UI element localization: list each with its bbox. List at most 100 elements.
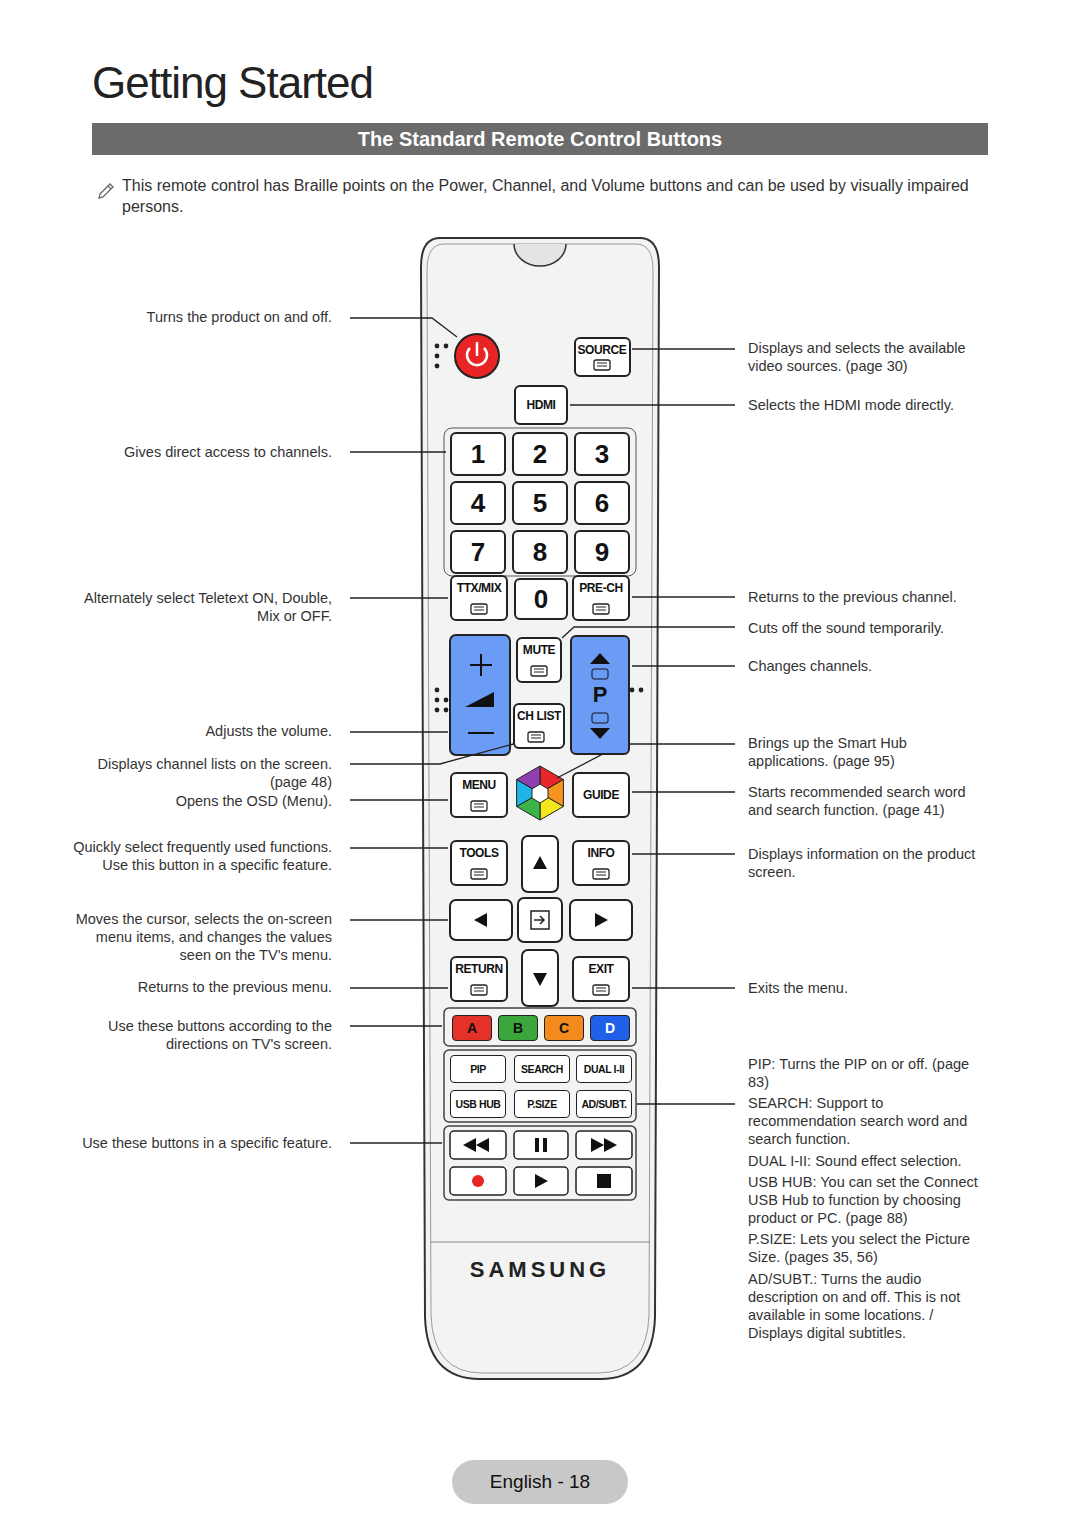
- leader-line: [350, 799, 448, 800]
- button-label: 9: [595, 537, 609, 568]
- leader-line: [350, 919, 448, 920]
- remote-button: RETURN: [450, 956, 508, 1002]
- callout-text: AD/SUBT.: Turns the audio description on…: [748, 1270, 988, 1342]
- button-label: DUAL I-II: [584, 1063, 625, 1075]
- color-button: D: [590, 1015, 630, 1041]
- leader-line: [350, 451, 446, 452]
- callout-text: USB HUB: You can set the Connect USB Hub…: [748, 1173, 988, 1227]
- leader-line: [557, 744, 735, 778]
- number-button: 4: [450, 481, 506, 525]
- number-button: 0: [514, 578, 568, 620]
- button-label: 4: [471, 488, 485, 519]
- button-label: 0: [534, 584, 548, 615]
- function-button: USB HUB: [450, 1090, 506, 1118]
- color-button: B: [498, 1015, 538, 1041]
- callout-text: P.SIZE: Lets you select the Picture Size…: [748, 1230, 988, 1266]
- button-label: TTX/MIX: [457, 581, 502, 595]
- button-label: English - 18: [490, 1471, 590, 1493]
- remote-button: CH LIST: [513, 703, 565, 749]
- remote-button: GUIDE: [572, 772, 630, 818]
- button-label: B: [513, 1020, 523, 1036]
- button-icon: [452, 982, 506, 998]
- button-label: 3: [595, 439, 609, 470]
- button-label: RETURN: [455, 962, 503, 976]
- button-label: 8: [533, 537, 547, 568]
- button-label: HDMI: [526, 398, 555, 412]
- page-title: Getting Started: [92, 58, 373, 108]
- callout-text: Brings up the Smart Hub applications. (p…: [748, 734, 988, 770]
- button-label: INFO: [587, 846, 614, 860]
- callout-text: Selects the HDMI mode directly.: [748, 396, 988, 414]
- callout-text: Adjusts the volume.: [72, 722, 332, 740]
- color-button: C: [544, 1015, 584, 1041]
- button-label: SOURCE: [578, 343, 627, 357]
- leader-line: [350, 731, 448, 732]
- callout-text: PIP: Turns the PIP on or off. (page 83): [748, 1055, 988, 1091]
- function-button: AD/SUBT.: [576, 1090, 632, 1118]
- section-band: The Standard Remote Control Buttons: [92, 123, 988, 155]
- leader-line: [632, 853, 735, 854]
- leader-line: [350, 1142, 442, 1143]
- number-button: 3: [574, 432, 630, 476]
- function-button: DUAL I-II: [576, 1055, 632, 1083]
- callout-text: Changes channels.: [748, 657, 988, 675]
- remote-button: SOURCE: [574, 337, 631, 377]
- callout-text: Cuts off the sound temporarily.: [748, 619, 988, 637]
- page-number: English - 18: [452, 1460, 628, 1504]
- callout-text: Exits the menu.: [748, 979, 988, 997]
- callout-text: Opens the OSD (Menu).: [72, 792, 332, 810]
- callout-text: Returns to the previous channel.: [748, 588, 988, 606]
- button-label: TOOLS: [459, 846, 498, 860]
- button-icon: [518, 663, 560, 679]
- callout-text: Alternately select Teletext ON, Double, …: [72, 589, 332, 625]
- remote-button: TTX/MIX: [450, 575, 508, 621]
- leader-line: [350, 987, 448, 988]
- leader-line: [637, 1103, 735, 1104]
- leader-line: [632, 791, 735, 792]
- leader-line: [632, 596, 735, 597]
- button-label: PRE-CH: [579, 581, 623, 595]
- remote-button: PRE-CH: [572, 575, 630, 621]
- button-label: CH LIST: [517, 709, 561, 723]
- callout-text: Use these buttons in a specific feature.: [72, 1134, 332, 1152]
- leader-line: [350, 1025, 442, 1026]
- callout-text: Gives direct access to channels.: [72, 443, 332, 461]
- button-label: 7: [471, 537, 485, 568]
- callout-text: Quickly select frequently used functions…: [72, 838, 332, 874]
- leader-line: [350, 743, 517, 764]
- leader-line: [632, 665, 735, 666]
- function-button: PIP: [450, 1055, 506, 1083]
- button-label: SEARCH: [521, 1063, 563, 1075]
- remote-button: INFO: [572, 840, 630, 886]
- leader-line: [350, 597, 448, 598]
- button-label: GUIDE: [583, 788, 619, 802]
- button-icon: [574, 601, 628, 617]
- brand-logo: SAMSUNG: [420, 1257, 660, 1283]
- number-button: 9: [574, 530, 630, 574]
- function-button: SEARCH: [514, 1055, 570, 1083]
- button-label: 6: [595, 488, 609, 519]
- button-label: 1: [471, 439, 485, 470]
- button-icon: [452, 798, 506, 814]
- callout-text: Turns the product on and off.: [72, 308, 332, 326]
- number-button: 5: [512, 481, 568, 525]
- button-label: A: [467, 1020, 477, 1036]
- leader-line: [350, 318, 457, 337]
- remote-button: MENU: [450, 772, 508, 818]
- button-label: 5: [533, 488, 547, 519]
- remote-button: TOOLS: [450, 840, 508, 886]
- button-label: P: [593, 682, 608, 708]
- button-label: 2: [533, 439, 547, 470]
- number-button: 8: [512, 530, 568, 574]
- button-icon: [574, 866, 628, 882]
- callout-text: Use these buttons according to the direc…: [72, 1017, 332, 1053]
- callout-text: Returns to the previous menu.: [72, 978, 332, 996]
- note-text: This remote control has Braille points o…: [122, 175, 982, 217]
- button-label: AD/SUBT.: [581, 1098, 626, 1110]
- button-icon: [576, 357, 628, 373]
- leader-line: [562, 627, 735, 638]
- button-icon: [574, 982, 628, 998]
- leader-line: [570, 404, 735, 405]
- callout-text: Moves the cursor, selects the on-screen …: [72, 910, 332, 964]
